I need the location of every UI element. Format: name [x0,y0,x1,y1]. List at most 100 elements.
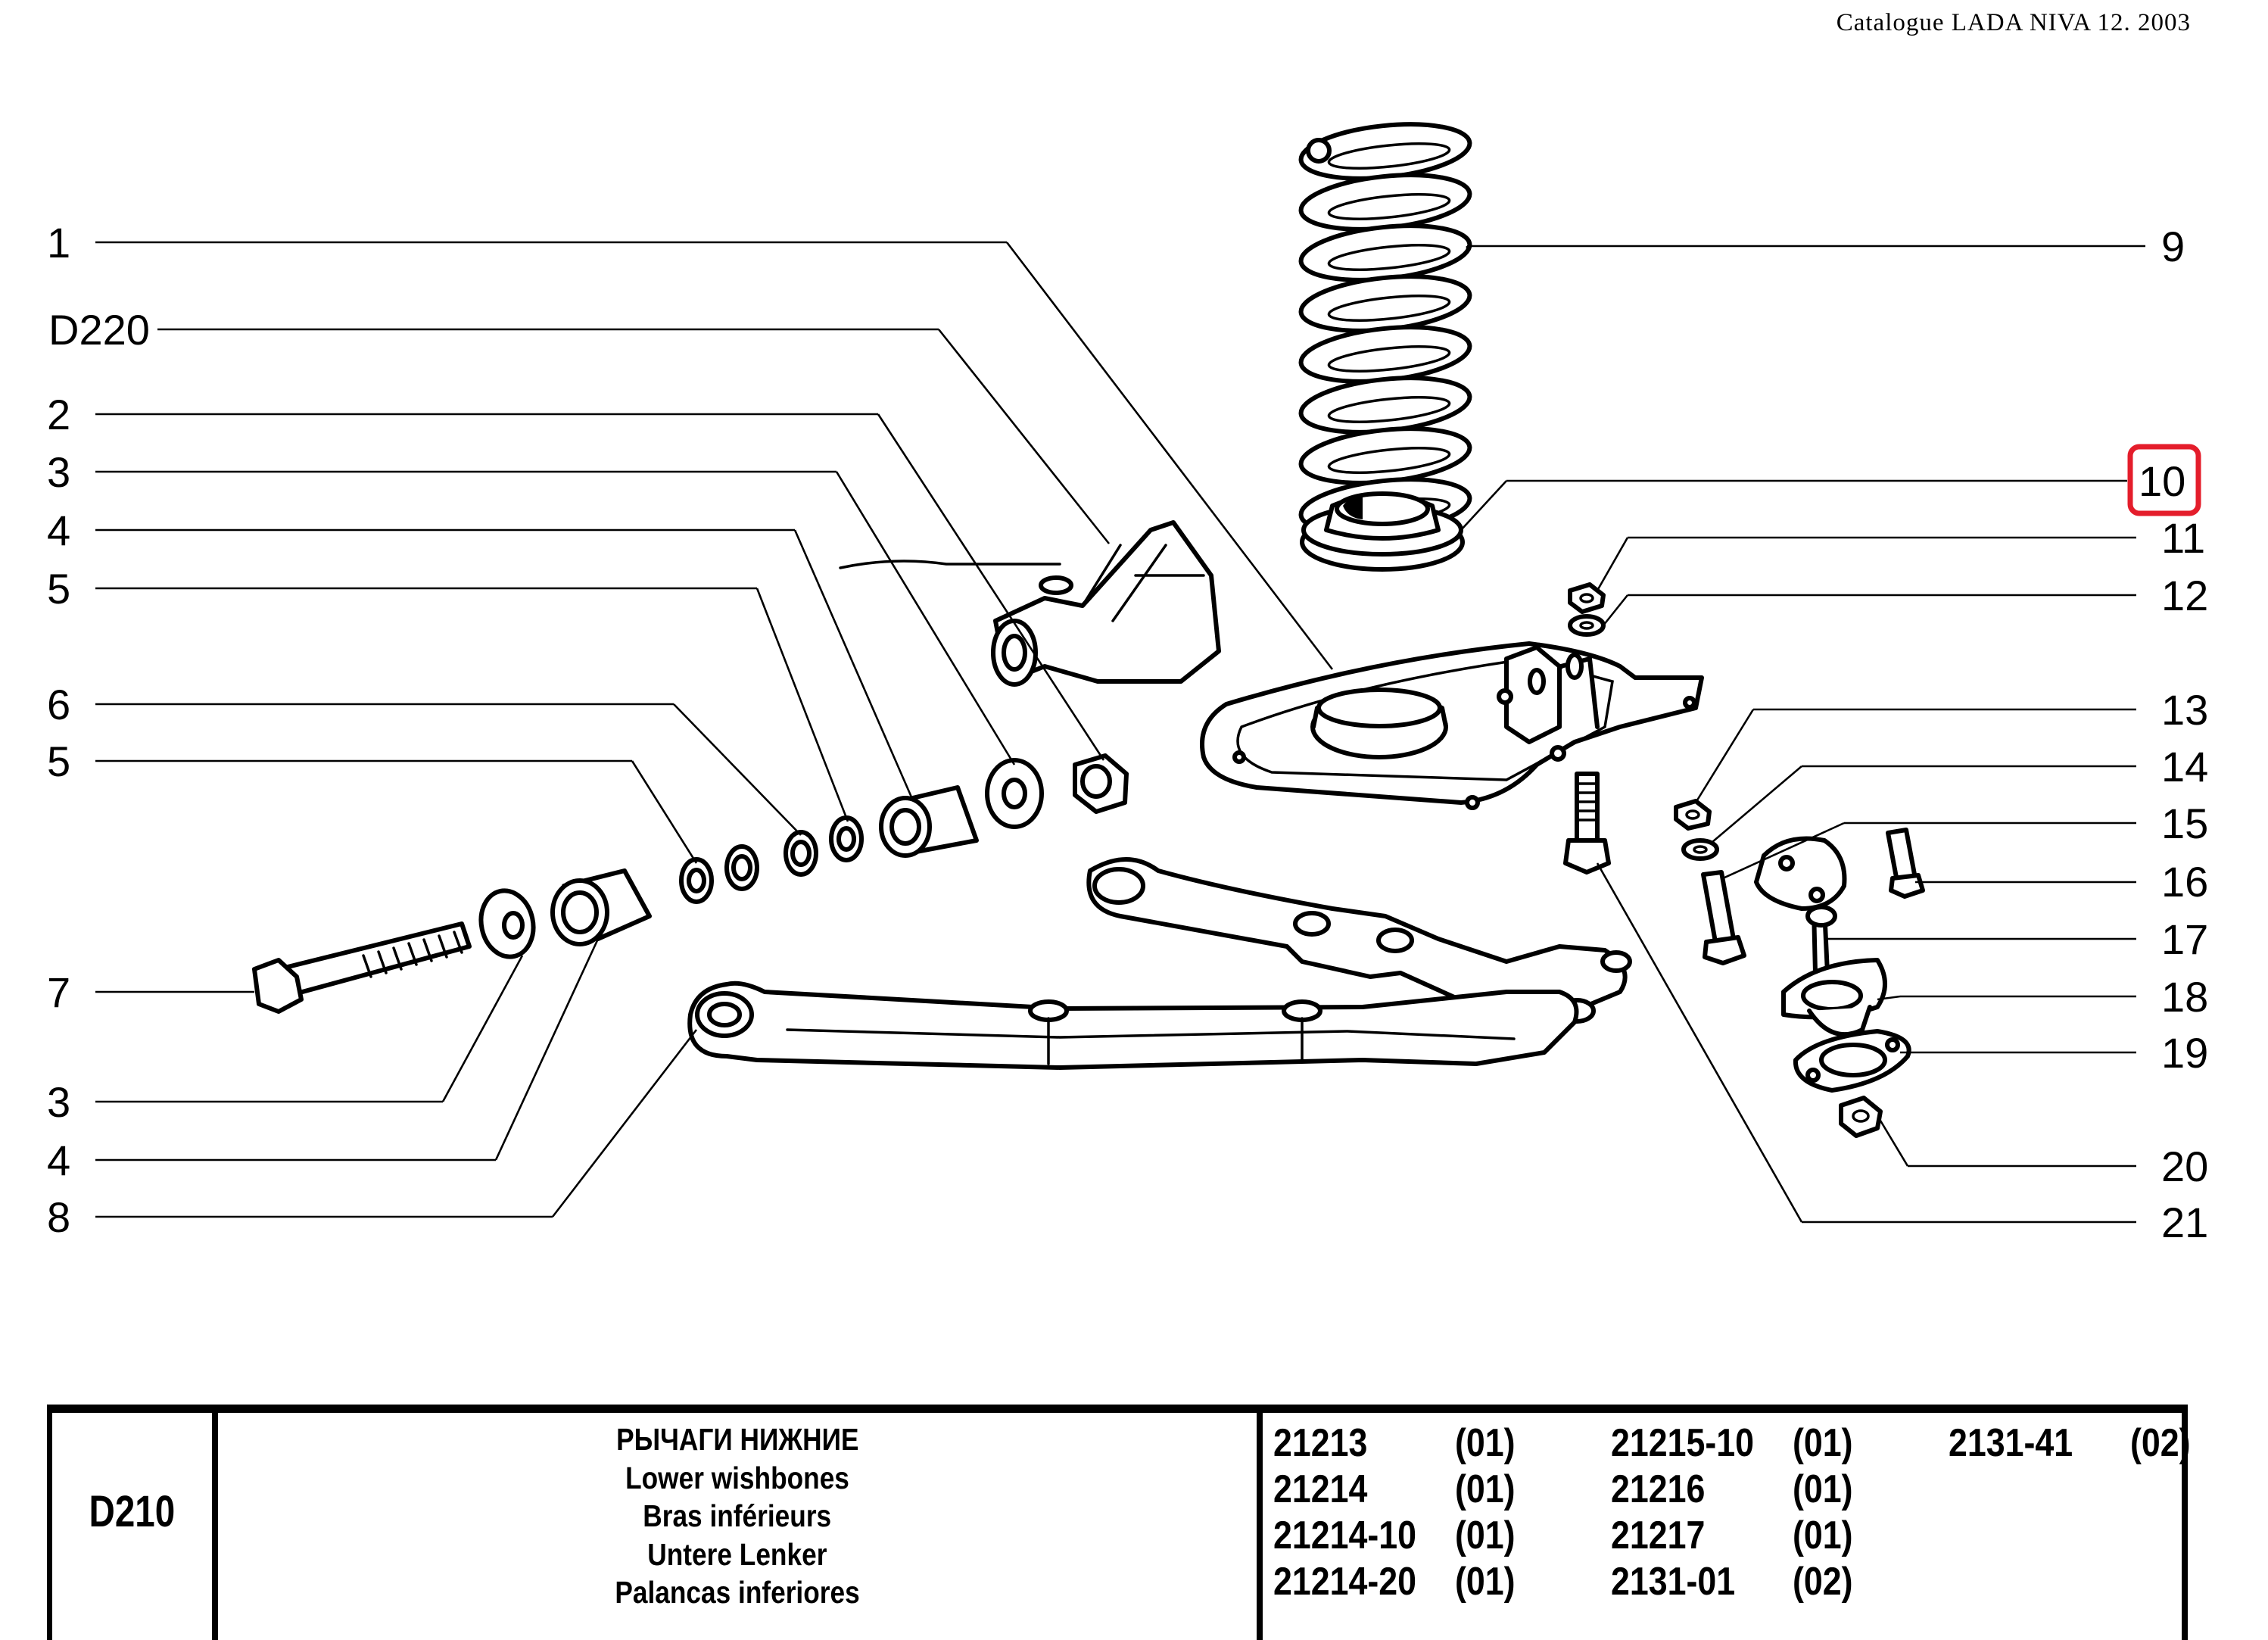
model-code: 21216 [1611,1467,1706,1511]
part-washer-3b[interactable] [985,758,1044,829]
leader-c-21-diag [1596,862,1803,1223]
part-boot-18[interactable] [1781,958,1887,1037]
callout-label-c-19[interactable]: 19 [2161,1029,2208,1077]
name-russian: РЫЧАГИ НИЖНИЕ [615,1422,859,1457]
model-code: 2131-41 [1949,1421,2073,1465]
model-variant: (01) [1455,1421,1516,1465]
part-washer-12[interactable] [1568,614,1606,637]
part-nut-2[interactable] [1073,753,1129,814]
callout-label-c-3a[interactable]: 3 [47,448,70,496]
spring-coil-inner [1327,244,1451,271]
callout-label-c-5a[interactable]: 5 [47,565,70,613]
callout-label-c-20[interactable]: 20 [2161,1143,2208,1190]
callout-label-c-3b[interactable]: 3 [47,1078,70,1126]
part-washer-6a[interactable] [724,844,759,891]
callout-label-c-15[interactable]: 15 [2161,800,2208,847]
model-variant: (01) [1455,1514,1516,1557]
callout-label-c-10[interactable]: 10 [2139,457,2185,505]
highlight-box-callout-10 [2127,444,2201,516]
callout-label-c-8[interactable]: 8 [47,1193,70,1241]
applicable-models-cell: 21213 (01) 21214 (01) 21214-10 (01) 21214-20 (0… [1263,1413,2191,1640]
callout-label-c-11[interactable]: 11 [2161,514,2205,562]
model-variant: (02) [1793,1560,1853,1604]
callout-label-c-d220[interactable]: D220 [48,306,150,354]
spring-coil-inner [1327,396,1451,423]
leader-c-4b-diag [494,938,600,1161]
leader-c-2-diag [877,413,1105,761]
model-code: 21217 [1611,1514,1706,1557]
part-bolt-15[interactable] [1701,870,1746,965]
model-variant: (02) [2130,1421,2191,1465]
part-plate-19[interactable] [1793,1029,1911,1093]
part-bolt-16[interactable] [1886,828,1925,899]
part-washer-14[interactable] [1681,838,1719,861]
leader-c-4a-diag [793,529,914,800]
callout-label-c-2[interactable]: 2 [47,391,70,438]
callout-label-c-7[interactable]: 7 [47,968,70,1016]
part-wishbone-rear[interactable] [687,981,1579,1070]
callout-label-c-9[interactable]: 9 [2161,223,2185,270]
model-variant: (01) [1455,1560,1516,1604]
model-variant: (01) [1793,1421,1853,1465]
callout-label-c-16[interactable]: 16 [2161,858,2208,906]
callout-label-c-12[interactable]: 12 [2161,572,2208,619]
leader-c-20-diag [1879,1120,1909,1167]
part-coil-spring[interactable] [1298,117,1472,541]
callout-label-c-4b[interactable]: 4 [47,1136,70,1184]
part-nut-13[interactable] [1674,799,1712,831]
leader-c-5a-diag [755,588,849,822]
leader-c-3b-diag [441,955,524,1102]
leader-c-6-diag [673,703,802,836]
model-code: 21214-10 [1273,1514,1416,1557]
part-ball-joint-17[interactable] [1754,836,1847,975]
callout-label-c-5b[interactable]: 5 [47,737,70,785]
callout-label-c-21[interactable]: 21 [2161,1199,2208,1246]
leader-c-d220-diag [937,329,1111,544]
model-code: 21215-10 [1611,1421,1754,1465]
name-german: Untere Lenker [647,1536,827,1572]
leader-c-18-diag [1877,995,1901,1001]
part-bushing-4b[interactable] [879,785,979,858]
part-stud-21[interactable] [1563,772,1611,875]
name-french: Bras inférieurs [643,1498,832,1533]
section-code-cell: D210 [47,1413,218,1640]
spring-coil-inner [1327,447,1451,474]
part-washer-5a[interactable] [679,857,714,904]
spring-end [1306,138,1332,164]
callout-label-c-1[interactable]: 1 [47,219,70,267]
section-names-cell: РЫЧАГИ НИЖНИЕ Lower wishbones Bras infér… [218,1413,1263,1640]
leader-c-1-diag [1005,242,1334,670]
callout-label-c-14[interactable]: 14 [2161,743,2208,790]
part-washer-6b[interactable] [784,830,818,877]
callout-label-c-6[interactable]: 6 [47,681,70,728]
part-washer-3[interactable] [475,886,540,962]
model-code: 21214 [1273,1467,1368,1511]
leader-c-15-diag [1722,822,1845,880]
part-washer-5b[interactable] [829,815,864,862]
leader-lines [95,241,2145,1224]
callout-label-c-13[interactable]: 13 [2161,686,2208,734]
leader-c-12-diag [1602,594,1629,626]
name-spanish: Palancas inferiores [615,1575,860,1610]
model-variant: (01) [1793,1467,1853,1511]
part-body-mount-d220[interactable] [839,520,1221,687]
part-bushing-4[interactable] [550,868,652,946]
section-code: D210 [89,1486,176,1536]
model-code: 2131-01 [1611,1560,1736,1604]
model-code: 21213 [1273,1421,1368,1465]
leader-c-11-diag [1596,537,1629,591]
spring-coil-inner [1327,295,1451,322]
name-english: Lower wishbones [625,1460,849,1495]
callout-label-c-18[interactable]: 18 [2161,973,2208,1021]
leader-c-8-diag [551,1029,698,1218]
part-arm-platform[interactable] [1200,641,1704,810]
part-nut-11[interactable] [1568,582,1606,614]
part-bolt[interactable] [252,921,472,1014]
callout-label-c-4a[interactable]: 4 [47,507,70,554]
part-nut-20[interactable] [1839,1096,1883,1138]
catalogue-header: Catalogue LADA NIVA 12. 2003 [1836,9,2191,36]
part-spring-seat[interactable] [1300,491,1465,572]
callout-label-c-17[interactable]: 17 [2161,915,2208,963]
model-code: 21214-20 [1273,1560,1416,1604]
